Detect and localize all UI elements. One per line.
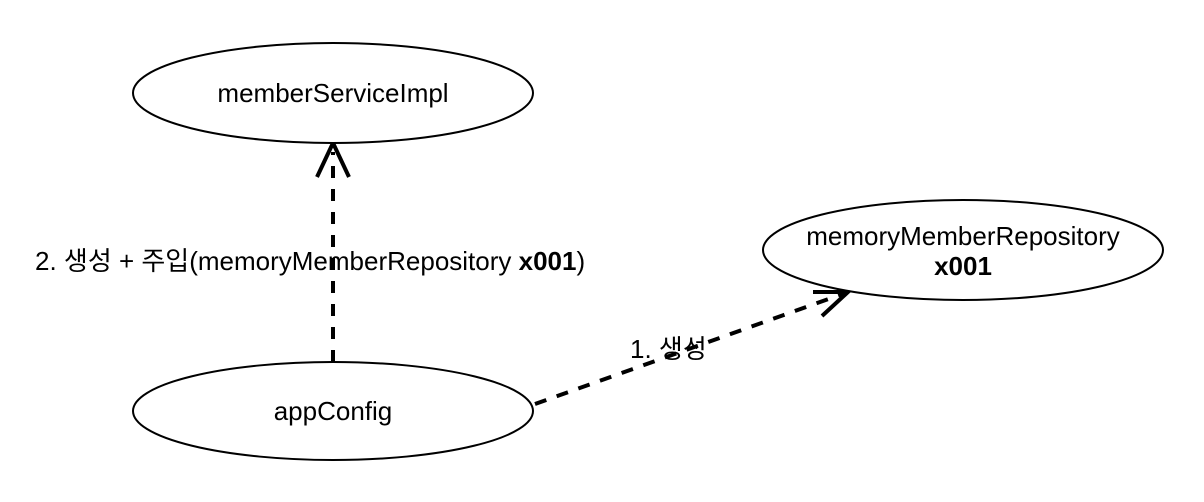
create-arrow-line — [534, 290, 849, 406]
app-config-label: appConfig — [273, 396, 393, 426]
member-service-impl-ellipse — [132, 42, 534, 144]
inject-edge-label-suffix: ) — [576, 246, 586, 276]
inject-edge-label: 2. 생성 + 주입(memoryMemberRepository x001) — [35, 245, 585, 277]
memory-member-repository-ellipse — [762, 199, 1164, 301]
app-config-ellipse — [132, 361, 534, 461]
memory-member-repository-label: memoryMemberRepository x001 — [806, 221, 1120, 281]
memory-member-repository-name: memoryMemberRepository — [806, 221, 1120, 251]
inject-edge-label-instance: x001 — [518, 246, 577, 276]
inject-edge-label-prefix: 2. 생성 + 주입(memoryMemberRepository — [35, 246, 519, 276]
member-service-impl-label: memberServiceImpl — [217, 78, 449, 108]
create-edge-label: 1. 생성 — [630, 334, 707, 364]
memory-member-repository-instance: x001 — [934, 251, 992, 281]
